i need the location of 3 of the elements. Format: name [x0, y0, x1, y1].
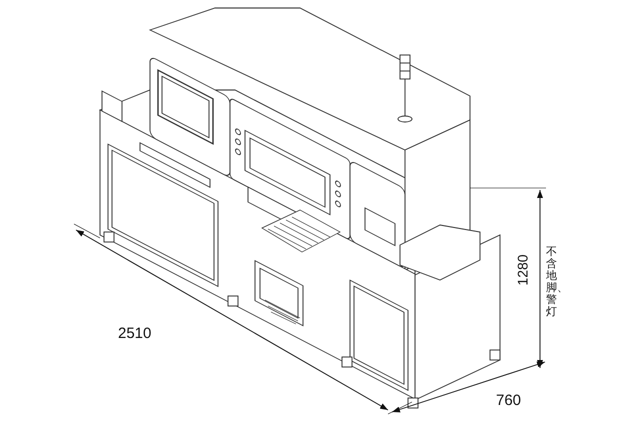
dimension-label: 760 — [496, 392, 522, 409]
dimension-label: 1280 — [514, 254, 531, 286]
dimension-label: 2510 — [118, 325, 152, 342]
